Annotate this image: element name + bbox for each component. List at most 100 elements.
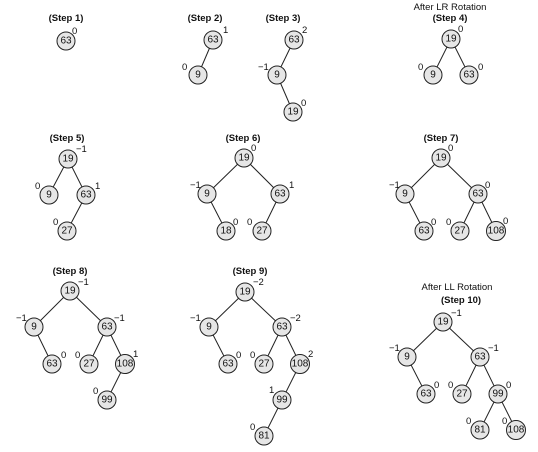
tree-node: 63 1 [76,181,100,205]
tree-node: 9 0 [418,62,443,85]
node-circle [188,65,208,85]
node-circle [397,347,417,367]
node-value: 18 [220,226,232,237]
tree-node: 108 1 [115,349,138,374]
step-title: (Step 6) [226,133,261,144]
balance-factor: 0 [251,143,256,154]
tree-node: 63 0 [459,62,483,85]
tree-node: 27 0 [446,217,470,241]
node-circle [39,185,59,205]
tree-node: 9 0 [35,181,59,205]
balance-factor: −1 [78,277,89,288]
tree-node: 108 0 [486,216,508,241]
balance-factor: 2 [302,25,307,36]
node-circle [203,30,223,50]
tree-node: 63 −2 [272,313,301,337]
tree-node: 63 0 [468,180,490,204]
node-value: 27 [454,226,466,237]
tree-node: 27 0 [250,350,274,374]
tree-node: 19 0 [431,143,453,168]
node-circle [272,317,292,337]
node-value: 27 [258,359,270,370]
node-circle [488,384,508,404]
node-circle [431,148,451,168]
node-circle [97,390,117,410]
node-circle [58,149,78,169]
tree-node: 81 0 [250,422,274,446]
node-value: 9 [195,70,201,81]
tree-node: 19 −1 [58,144,87,169]
node-value: 9 [404,352,410,363]
node-circle [506,420,526,440]
balance-factor: −1 [76,144,87,155]
balance-factor: −1 [488,343,499,354]
node-value: 63 [222,359,234,370]
tree-node: 63 0 [218,350,241,374]
node-value: 63 [472,189,484,200]
node-circle [56,31,76,51]
node-value: 63 [274,189,286,200]
node-value: 19 [64,286,76,297]
balance-factor: −1 [190,313,201,324]
tree-node: 108 0 [502,416,526,440]
node-value: 9 [206,322,212,333]
tree-node: 9 −1 [190,180,217,204]
balance-factor: −1 [389,180,400,191]
node-circle [468,184,488,204]
node-circle [470,420,490,440]
node-circle [115,354,135,374]
node-value: 63 [207,35,219,46]
node-circle [470,347,490,367]
node-circle [441,29,461,49]
node-value: 108 [292,359,309,370]
balance-factor: 0 [466,416,471,427]
tree-node: 27 0 [75,350,99,374]
tree-node: 19 0 [234,143,256,168]
balance-factor: 0 [485,180,490,191]
tree-node: 63 2 [284,25,307,50]
balance-factor: 1 [133,349,138,360]
balance-factor: 0 [250,422,255,433]
balance-factor: 1 [223,25,228,36]
step-title: (Step 8) [53,266,88,277]
diagram-step-2: (Step 2) 63 1 9 0 [182,13,228,85]
balance-factor: 0 [53,217,58,228]
balance-factor: −1 [389,343,400,354]
balance-factor: 0 [93,386,98,397]
node-circle [433,312,453,332]
balance-factor: 0 [503,216,508,227]
node-value: 63 [101,322,113,333]
tree-node: 9 −1 [190,313,219,337]
balance-factor: −2 [253,277,264,288]
node-value: 108 [117,359,134,370]
node-circle [283,102,303,122]
diagram-step-8: (Step 8) 19 −1 9 −1 63 −1 63 0 27 [16,266,138,410]
tree-node: 19 −1 [433,308,462,332]
node-circle [97,317,117,337]
balance-factor: 0 [182,62,187,73]
step-title: (Step 10) [441,295,481,306]
node-value: 108 [508,425,525,436]
diagram-step-7: (Step 7) 19 0 9 −1 63 0 63 0 27 0 [389,133,508,241]
tree-node: 81 0 [466,416,490,440]
tree-node: 99 0 [488,380,511,404]
node-value: 19 [437,317,449,328]
node-value: 19 [435,153,447,164]
balance-factor: 0 [250,350,255,361]
node-value: 63 [46,359,58,370]
tree-node: 27 0 [53,217,77,241]
tree-node: 99 1 [269,385,292,410]
node-value: 99 [101,395,113,406]
tree-node: 63 1 [203,25,228,50]
tree-node: 63 0 [56,26,77,51]
node-value: 63 [276,322,288,333]
balance-factor: 0 [478,62,483,73]
tree-node: 27 0 [448,380,472,404]
balance-factor: 1 [95,181,100,192]
balance-factor: 0 [502,416,507,427]
diagram-step-4: After LR Rotation (Step 4) 19 0 9 0 63 0 [414,2,486,85]
node-circle [452,384,472,404]
balance-factor: −1 [16,313,27,324]
balance-factor: 0 [61,350,66,361]
node-value: 27 [256,226,268,237]
